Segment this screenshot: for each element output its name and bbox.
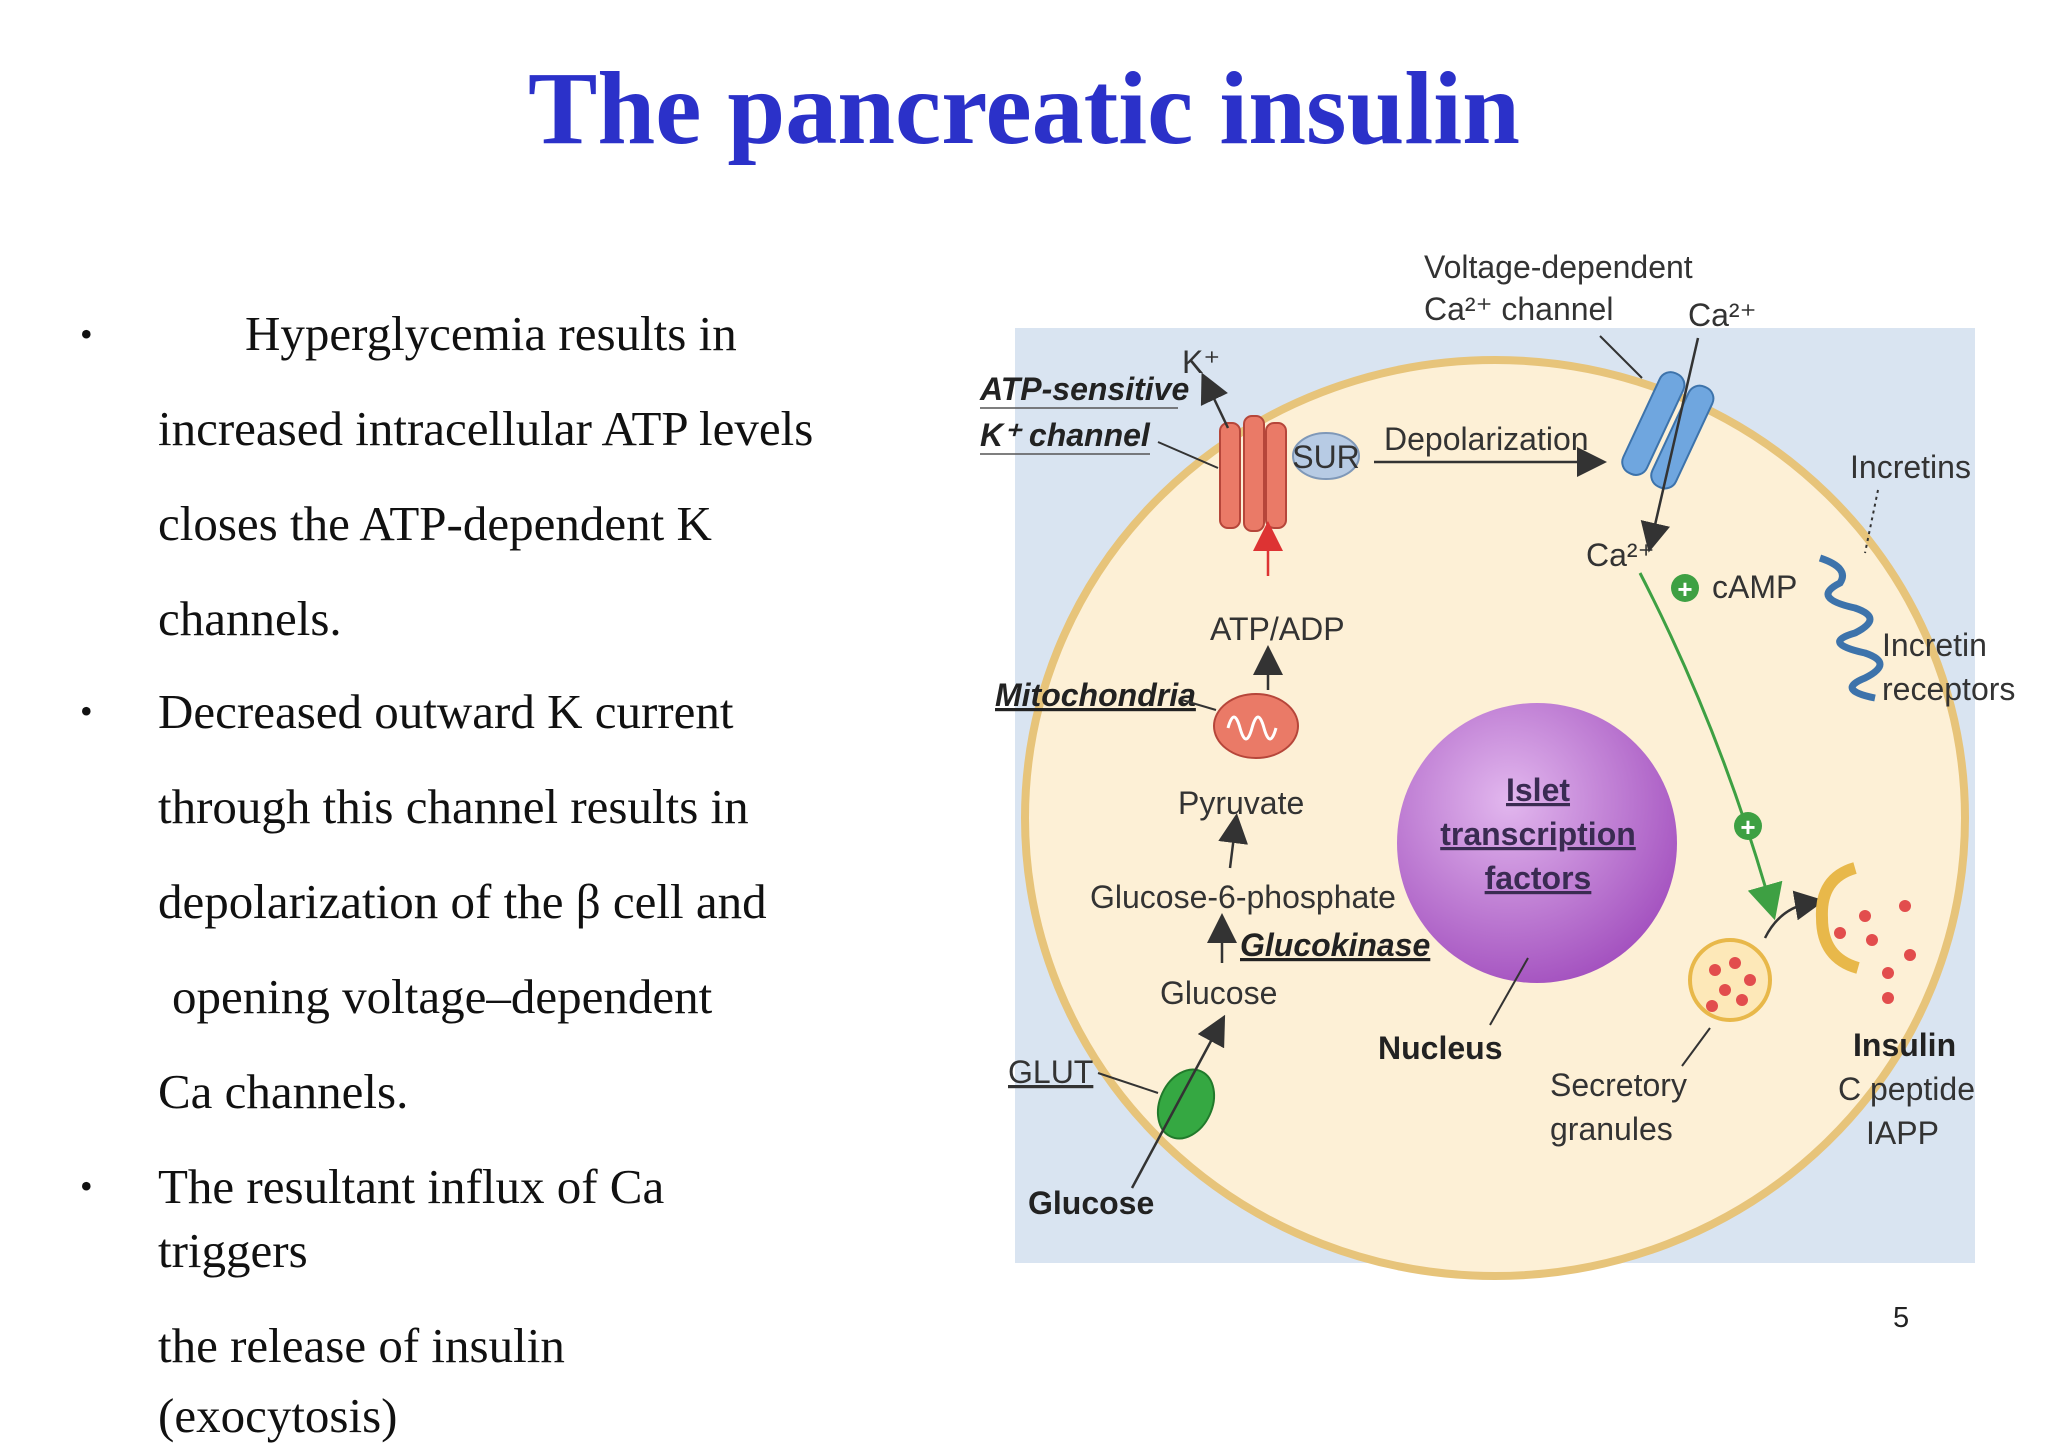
glucokinase-label: Glucokinase	[1240, 927, 1430, 963]
bullet-dot: •	[80, 1166, 93, 1206]
secretory-pointer	[1681, 1027, 1711, 1067]
k-plus-label: K⁺	[1182, 344, 1220, 380]
beta-cell-diagram: Islet transcription factors Nucleus SUR …	[979, 249, 2015, 1280]
secretory-label-1: Secretory	[1550, 1067, 1687, 1103]
k-channel-pointer	[1157, 441, 1219, 469]
islet-label-1: Islet	[1506, 772, 1570, 808]
ca-inside-label: Ca²⁺	[1586, 537, 1654, 573]
atp-adp-label: ATP/ADP	[1210, 611, 1345, 647]
g6p-to-pyruvate-arrow	[1218, 813, 1249, 869]
vdcc-pointer	[1599, 335, 1643, 379]
incretins-label: Incretins	[1850, 449, 1971, 485]
ca-influx-arrow	[1640, 337, 1700, 553]
exocytosis-site	[1815, 862, 1860, 974]
bullet-3-line-1: The resultant influx of Ca	[158, 1159, 665, 1214]
bullet-dot: •	[80, 691, 93, 731]
islet-label-2: transcription	[1440, 816, 1636, 852]
iapp-label: IAPP	[1866, 1115, 1939, 1151]
slide-title: The pancreatic insulin	[527, 51, 1520, 166]
camp-label: cAMP	[1712, 569, 1797, 605]
ca-channel	[1621, 371, 1715, 490]
bullet-3-line-2: triggers	[158, 1223, 308, 1278]
nucleus	[1397, 703, 1677, 983]
page-number: 5	[1893, 1302, 1910, 1334]
plus-icon	[1734, 812, 1762, 840]
depolarization-label: Depolarization	[1384, 421, 1589, 457]
bullet-1-line-1: Hyperglycemia results in	[245, 306, 737, 361]
mitochondria-pointer	[1181, 699, 1217, 711]
bullet-3-line-3: the release of insulin	[158, 1318, 565, 1373]
mitochondria-label: Mitochondria	[995, 677, 1196, 713]
bullet-2-line-5: Ca channels.	[158, 1064, 409, 1119]
plus-text: +	[1740, 812, 1755, 842]
glut-pointer	[1097, 1072, 1159, 1094]
mitochondrion	[1213, 693, 1299, 759]
atp-channel-label-2: K⁺ channel	[980, 417, 1151, 453]
glucose-outside-label: Glucose	[1028, 1185, 1154, 1221]
ca-to-exocytosis-arrow	[1638, 572, 1783, 921]
plus-text: +	[1677, 574, 1692, 604]
incretin-receptor	[1818, 554, 1884, 702]
nucleus-pointer	[1489, 957, 1529, 1026]
bullet-3-line-4: (exocytosis)	[158, 1388, 398, 1443]
glucose-uptake-arrow	[1130, 1014, 1226, 1189]
glut-label: GLUT	[1008, 1054, 1093, 1090]
bullet-1-line-4: channels.	[158, 591, 342, 646]
bullet-1-line-2: increased intracellular ATP levels	[158, 401, 814, 456]
granule-to-membrane-arrow	[1763, 890, 1825, 939]
nucleus-label: Nucleus	[1378, 1030, 1502, 1066]
secretory-label-2: granules	[1550, 1111, 1673, 1147]
bullet-2-line-3: depolarization of the β cell and	[158, 874, 767, 929]
glucose-inside-label: Glucose	[1160, 975, 1277, 1011]
sur-label: SUR	[1292, 439, 1360, 475]
incretin-receptors-label-2: receptors	[1882, 671, 2015, 707]
vdcc-label-1: Voltage-dependent	[1424, 249, 1693, 285]
plus-icon	[1671, 574, 1699, 602]
pyruvate-label: Pyruvate	[1178, 785, 1304, 821]
secretory-granule	[1688, 938, 1772, 1022]
g6p-label: Glucose-6-phosphate	[1090, 879, 1396, 915]
bullet-2-line-1: Decreased outward K current	[158, 684, 734, 739]
sur-oval	[1292, 432, 1360, 480]
insulin-dots	[1834, 900, 1916, 1004]
c-peptide-label: C peptide	[1838, 1071, 1975, 1107]
islet-label-3: factors	[1485, 860, 1592, 896]
bullet-2-line-2: through this channel results in	[158, 779, 749, 834]
k-channel	[1219, 415, 1287, 532]
ca-outside-label: Ca²⁺	[1688, 297, 1756, 333]
bullet-2-line-4: opening voltage–dependent	[172, 969, 713, 1024]
incretin-receptors-label-1: Incretin	[1882, 627, 1987, 663]
k-efflux-arrow	[1200, 372, 1230, 429]
atp-channel-label-1: ATP-sensitive	[979, 371, 1189, 407]
insulin-label: Insulin	[1853, 1027, 1956, 1063]
bullet-dot: •	[80, 314, 93, 354]
vdcc-label-2: Ca²⁺ channel	[1424, 291, 1613, 327]
bullet-1-line-3: closes the ATP-dependent K	[158, 496, 712, 551]
glut-transporter	[1156, 1068, 1216, 1140]
